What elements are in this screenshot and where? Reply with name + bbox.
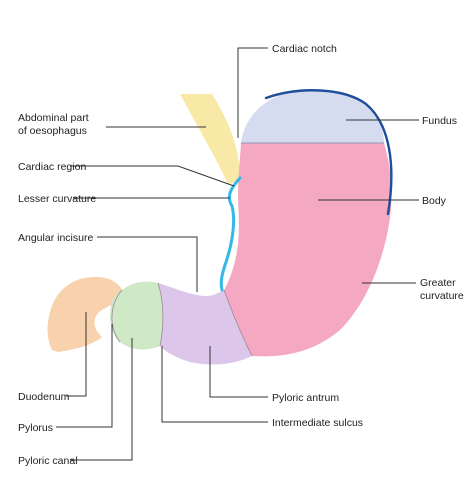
label-cardiac-region: Cardiac region — [18, 161, 86, 173]
intermediate-sulcus-leader — [161, 346, 268, 423]
label-lesser-curvature: Lesser curvature — [18, 193, 96, 205]
label-duodenum: Duodenum — [18, 391, 70, 403]
pyloric-antrum-shape — [158, 283, 252, 365]
duodenum-leader — [66, 312, 87, 397]
label-cardiac-notch: Cardiac notch — [272, 43, 337, 55]
cardiac-notch-leader — [237, 47, 268, 138]
label-angular-incisure: Angular incisure — [18, 232, 93, 244]
duodenum-shape — [47, 276, 122, 352]
label-pylorus: Pylorus — [18, 422, 53, 434]
label-intermediate-sulcus: Intermediate sulcus — [272, 417, 363, 429]
pylorus-leader — [56, 324, 113, 428]
label-abdominal-oesophagus-line1: Abdominal part — [18, 112, 89, 124]
label-fundus: Fundus — [422, 115, 457, 127]
pyloric-canal-shape — [110, 281, 163, 350]
fundus-shape — [241, 89, 384, 143]
label-abdominal-oesophagus-line2: of oesophagus — [18, 125, 87, 137]
label-pyloric-canal: Pyloric canal — [18, 455, 78, 467]
pyloric-antrum-leader — [209, 346, 268, 398]
lesser-curvature-edge — [219, 176, 242, 292]
label-greater-curvature-line1: Greater — [420, 277, 456, 289]
intermediate-sulcus-groove — [157, 282, 164, 347]
label-body: Body — [422, 195, 447, 207]
greater-curvature-edge — [264, 89, 393, 216]
cardiac-region-leader — [70, 165, 235, 187]
pylorus-boundary — [111, 289, 123, 343]
pyloric-canal-leader — [70, 338, 133, 461]
stomach-body-shape — [224, 143, 392, 357]
label-pyloric-antrum: Pyloric antrum — [272, 392, 339, 404]
label-greater-curvature-line2: curvature — [420, 290, 464, 302]
abdominal-oesophagus-shape — [180, 94, 240, 184]
body-antrum-boundary — [223, 289, 253, 357]
angular-incisure-leader — [97, 236, 198, 292]
